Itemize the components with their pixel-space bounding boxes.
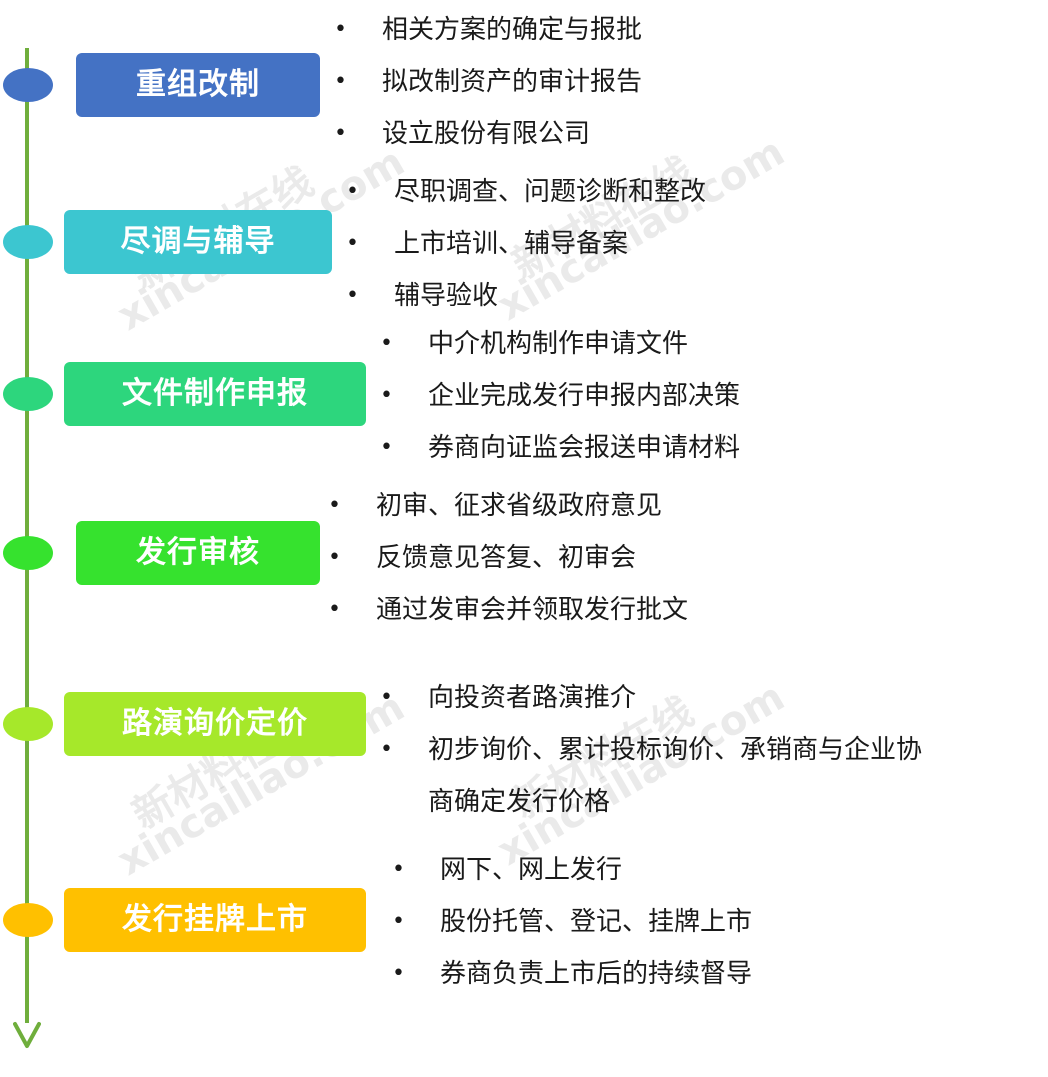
- stage-box-due-diligence: 尽调与辅导: [64, 210, 332, 274]
- list-item: •辅导验收: [346, 281, 499, 311]
- timeline-dot-2: [3, 225, 53, 259]
- list-item: •初步询价、累计投标询价、承销商与企业协: [380, 735, 923, 765]
- stage-3-bullets: •中介机构制作申请文件 •企业完成发行申报内部决策 •券商向证监会报送申请材料: [380, 318, 740, 474]
- list-item: •尽职调查、问题诊断和整改: [346, 177, 707, 207]
- timeline-dot-4: [3, 536, 53, 570]
- stage-box-restructuring: 重组改制: [76, 53, 320, 117]
- stage-1-bullets: •相关方案的确定与报批 •拟改制资产的审计报告 •设立股份有限公司: [334, 4, 642, 160]
- stage-box-roadshow: 路演询价定价: [64, 692, 366, 756]
- list-item: •企业完成发行申报内部决策: [380, 381, 741, 411]
- timeline-dot-3: [3, 377, 53, 411]
- timeline-dot-5: [3, 707, 53, 741]
- timeline-dot-6: [3, 903, 53, 937]
- list-item: •中介机构制作申请文件: [380, 329, 689, 359]
- list-item: •网下、网上发行: [392, 855, 623, 885]
- stage-box-listing: 发行挂牌上市: [64, 888, 366, 952]
- list-item: •初审、征求省级政府意见: [328, 491, 663, 521]
- list-item: •相关方案的确定与报批: [334, 15, 643, 45]
- list-item: •设立股份有限公司: [334, 119, 591, 149]
- list-item: •券商向证监会报送申请材料: [380, 433, 741, 463]
- stage-box-review: 发行审核: [76, 521, 320, 585]
- list-item: •上市培训、辅导备案: [346, 229, 629, 259]
- list-item: •股份托管、登记、挂牌上市: [392, 907, 753, 937]
- list-item: •通过发审会并领取发行批文: [328, 595, 689, 625]
- timeline-line: [25, 48, 29, 1023]
- list-item: 商确定发行价格: [428, 787, 611, 817]
- timeline-dot-1: [3, 68, 53, 102]
- stage-2-bullets: •尽职调查、问题诊断和整改 •上市培训、辅导备案 •辅导验收: [346, 166, 706, 322]
- list-item: •拟改制资产的审计报告: [334, 67, 643, 97]
- stage-5-bullets: •向投资者路演推介 •初步询价、累计投标询价、承销商与企业协 商确定发行价格: [380, 672, 922, 828]
- timeline-arrow-icon: [13, 1022, 41, 1048]
- stage-4-bullets: •初审、征求省级政府意见 •反馈意见答复、初审会 •通过发审会并领取发行批文: [328, 480, 688, 636]
- stage-6-bullets: •网下、网上发行 •股份托管、登记、挂牌上市 •券商负责上市后的持续督导: [392, 844, 752, 1000]
- list-item: •向投资者路演推介: [380, 683, 637, 713]
- stage-box-filing: 文件制作申报: [64, 362, 366, 426]
- list-item: •反馈意见答复、初审会: [328, 543, 637, 573]
- list-item: •券商负责上市后的持续督导: [392, 959, 753, 989]
